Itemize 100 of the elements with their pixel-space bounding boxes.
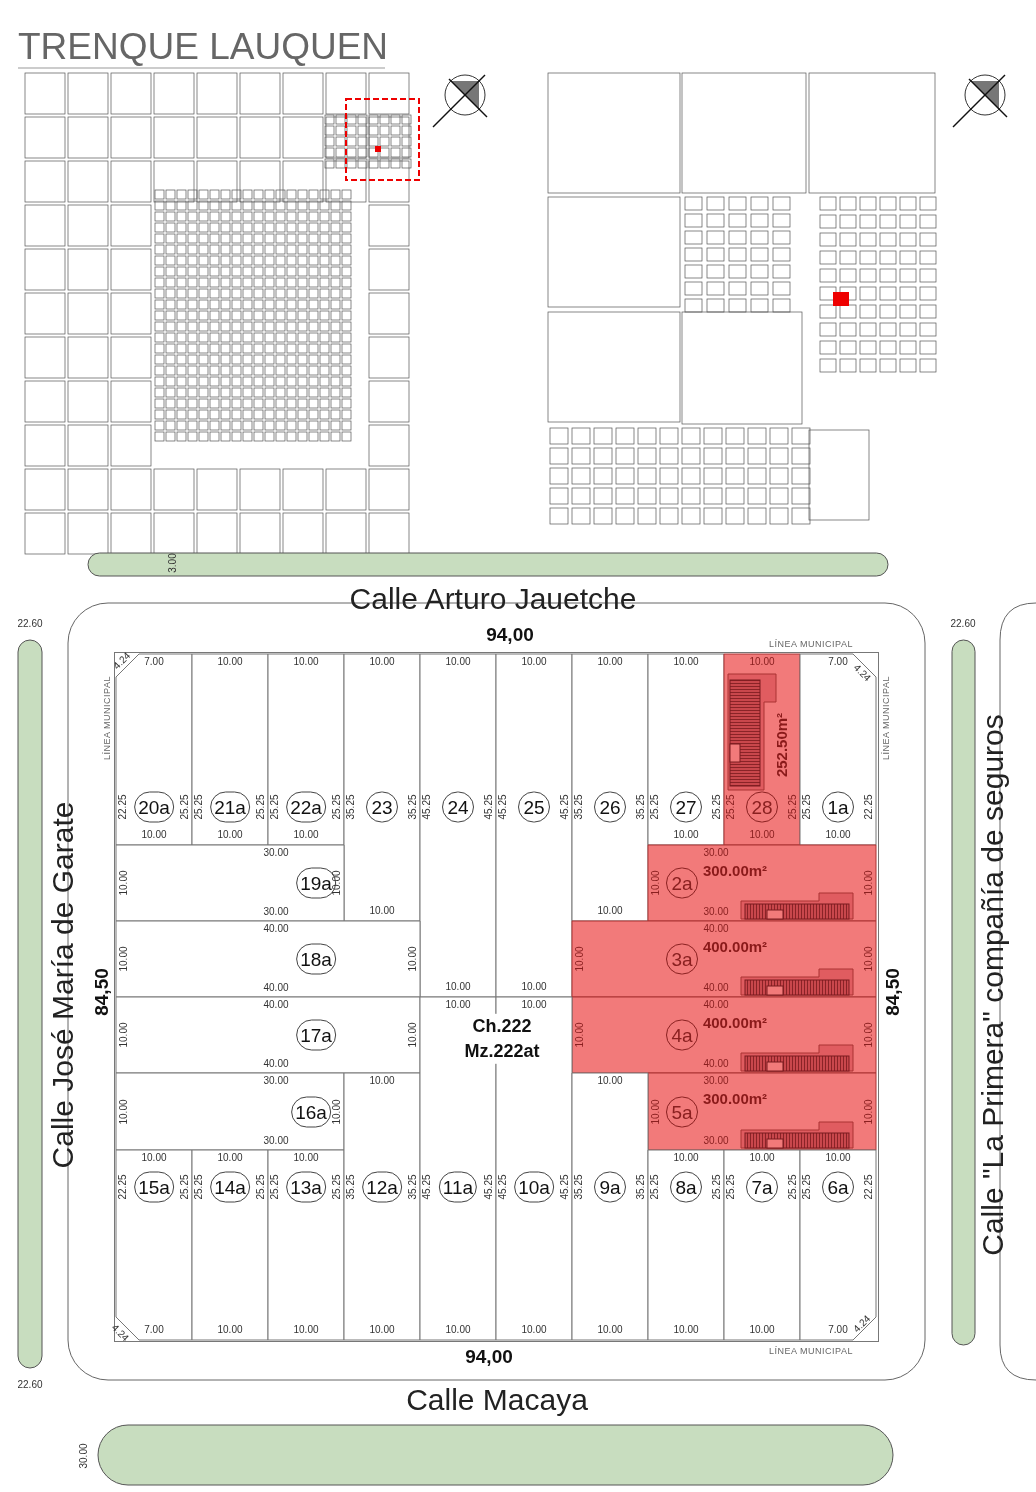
boundary-line-label: LÍNEA MUNICIPAL	[769, 639, 853, 649]
dimension-label: 10.00	[217, 657, 243, 667]
dimension-label: 10.00	[369, 657, 395, 667]
street-name: Calle Macaya	[406, 1385, 588, 1415]
dimension-label: 30.00	[703, 1136, 729, 1146]
dimension-label: 22.25	[864, 1174, 874, 1200]
dimension-label: 40.00	[263, 1000, 289, 1010]
dimension-label: 45.25	[484, 794, 494, 820]
dimension-label: 10.00	[408, 946, 418, 972]
dimension-label: 10.00	[749, 657, 775, 667]
land-lot	[116, 1073, 344, 1150]
land-lot	[648, 845, 876, 921]
area-label: 300.00m²	[702, 1090, 768, 1106]
dimension-label: 3.00	[168, 553, 178, 573]
dimension-label: 35.25	[636, 794, 646, 820]
dimension-label: 25.25	[788, 794, 798, 820]
dimension-label: 10.00	[673, 1153, 699, 1163]
dimension-label: 22.60	[950, 619, 976, 629]
dimension-label: 35.25	[636, 1174, 646, 1200]
dimension-label: 25.25	[180, 1174, 190, 1200]
dimension-label: 30.00	[263, 907, 289, 917]
land-lot	[116, 997, 420, 1073]
land-lot	[648, 1150, 724, 1340]
dimension-label: 30.00	[263, 1136, 289, 1146]
dimension-label: 45.25	[498, 1174, 508, 1200]
dimension-label: 10.00	[119, 946, 129, 972]
dimension-label: 25.25	[802, 1174, 812, 1200]
dimension-label: 10.00	[651, 870, 661, 896]
dimension-label: 4.24	[109, 1322, 131, 1344]
dimension-label: 35.25	[408, 794, 418, 820]
dimension-label: 25.25	[332, 1174, 342, 1200]
dimension-label: 40.00	[703, 924, 729, 934]
dimension-label: 94,00	[486, 624, 534, 644]
dimension-label: 25.25	[712, 794, 722, 820]
dimension-label: 25.25	[270, 794, 280, 820]
land-lot	[192, 1150, 268, 1340]
dimension-label: 25.25	[788, 1174, 798, 1200]
dimension-label: 35.25	[346, 794, 356, 820]
dimension-label: 10.00	[673, 830, 699, 840]
land-lot	[572, 654, 648, 921]
dimension-label: 10.00	[369, 906, 395, 916]
dimension-label: 10.00	[293, 1153, 319, 1163]
dimension-label: 25.25	[270, 1174, 280, 1200]
dimension-label: 10.00	[864, 1099, 874, 1124]
dimension-label: 45.25	[560, 794, 570, 820]
street-name: Calle "La Primera" compañía de seguros	[978, 714, 1008, 1256]
street-name: Calle Arturo Jauetche	[349, 584, 637, 614]
dimension-label: 30.00	[263, 1076, 289, 1086]
dimension-label: 10.00	[673, 657, 699, 667]
dimension-label: 10.00	[332, 870, 342, 896]
area-label: 400.00m²	[702, 938, 768, 954]
dimension-label: 7.00	[828, 657, 848, 667]
dimension-label: 10.00	[217, 830, 243, 840]
dimension-label: 25.25	[726, 794, 736, 820]
dimension-label: 10.00	[864, 870, 874, 896]
land-lot	[800, 1150, 876, 1340]
dimension-label: 10.00	[521, 1000, 547, 1010]
dimension-label: 10.00	[141, 830, 167, 840]
dimension-label: 45.25	[560, 1174, 570, 1200]
dimension-label: 45.25	[422, 794, 432, 820]
area-label: 300.00m²	[702, 862, 768, 878]
dimension-label: 10.00	[749, 1153, 775, 1163]
land-lot	[724, 654, 800, 845]
dimension-label: 40.00	[703, 983, 729, 993]
dimension-label: 22.25	[864, 794, 874, 820]
dimension-label: 10.00	[521, 1325, 547, 1335]
land-lot	[116, 845, 344, 921]
dimension-label: 40.00	[263, 983, 289, 993]
dimension-label: 30.00	[703, 1076, 729, 1086]
dimension-label: 10.00	[597, 1076, 623, 1086]
dimension-label: 10.00	[119, 1022, 129, 1048]
land-lot	[496, 654, 572, 997]
land-lot	[420, 654, 496, 997]
dimension-label: 10.00	[575, 1022, 585, 1048]
dimension-label: 25.25	[650, 794, 660, 820]
dimension-label: 10.00	[408, 1022, 418, 1048]
land-lot	[648, 654, 724, 845]
land-lot	[800, 654, 876, 845]
dimension-label: 30.00	[703, 848, 729, 858]
dimension-label: 94,00	[465, 1346, 513, 1366]
dimension-label: 35.25	[346, 1174, 356, 1200]
dimension-label: 10.00	[445, 657, 471, 667]
land-lot	[116, 921, 420, 997]
dimension-label: 30.00	[263, 848, 289, 858]
dimension-label: 10.00	[825, 830, 851, 840]
dimension-label: 35.25	[574, 1174, 584, 1200]
land-lot	[192, 654, 268, 845]
dimension-label: 22.25	[118, 1174, 128, 1200]
dimension-label: 35.25	[574, 794, 584, 820]
dimension-label: 25.25	[726, 1174, 736, 1200]
city-block	[114, 652, 879, 1342]
land-lot	[724, 1150, 800, 1340]
dimension-label: 4.24	[851, 1313, 873, 1335]
dimension-label: 30.00	[703, 907, 729, 917]
dimension-label: 10.00	[369, 1076, 395, 1086]
dimension-label: 84,50	[882, 968, 902, 1016]
dimension-label: 25.25	[256, 794, 266, 820]
area-label: 400.00m²	[702, 1014, 768, 1030]
dimension-label: 10.00	[673, 1325, 699, 1335]
dimension-label: 40.00	[263, 1059, 289, 1069]
